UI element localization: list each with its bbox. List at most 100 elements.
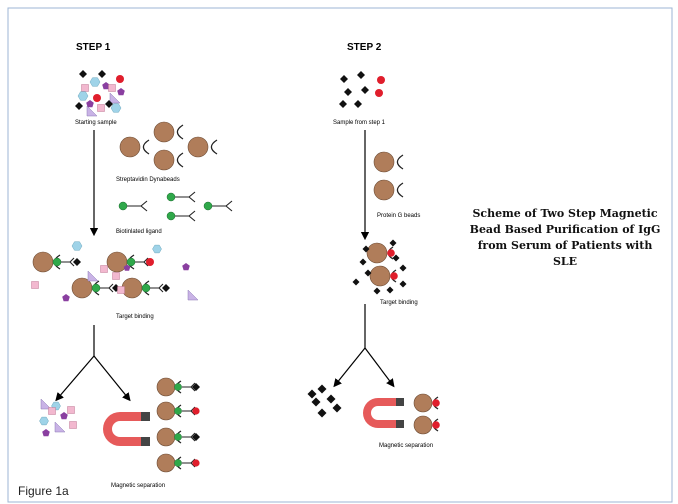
hexagon-icon xyxy=(152,244,162,254)
streptavidin-cup-icon xyxy=(396,154,404,170)
red-target-icon xyxy=(375,89,383,97)
target-diamond-icon xyxy=(192,433,200,441)
figure-label: Figure 1a xyxy=(18,484,69,498)
target-diamond-icon xyxy=(339,100,347,108)
pink-square-icon xyxy=(97,104,105,112)
target-diamond-icon xyxy=(98,70,106,78)
ligand-icon xyxy=(174,407,182,415)
pink-square-icon xyxy=(67,406,75,414)
pentagon-icon xyxy=(182,263,190,271)
bead-icon xyxy=(187,136,209,158)
target-diamond-icon xyxy=(399,264,407,272)
streptavidin-label: Streptavidin Dynabeads xyxy=(116,177,180,183)
target-diamond-icon xyxy=(317,384,327,394)
red-target-icon xyxy=(192,407,200,415)
pentagon-icon xyxy=(123,264,131,271)
magnetic-separation-label: Magnetic separation xyxy=(111,483,166,489)
arrow-step1-right xyxy=(93,355,131,402)
red-target-icon xyxy=(390,272,398,280)
pink-square-icon xyxy=(117,286,125,294)
target-diamond-icon xyxy=(317,408,327,418)
target-diamond-icon xyxy=(340,75,348,83)
target-diamond-icon xyxy=(389,239,397,247)
ligand-icon xyxy=(141,283,151,293)
red-target-icon xyxy=(116,75,124,83)
target-diamond-icon xyxy=(354,100,362,108)
figure-border xyxy=(7,7,673,503)
triangle-icon xyxy=(187,289,199,301)
streptavidin-cup-icon xyxy=(176,124,184,140)
ligand-icon xyxy=(118,201,128,211)
pentagon-icon xyxy=(62,294,70,302)
bead-icon xyxy=(156,401,176,421)
antibody-icon xyxy=(182,382,196,392)
target-diamond-icon xyxy=(332,403,342,413)
antibody-icon xyxy=(135,257,149,267)
antibody-icon xyxy=(182,432,196,442)
target-diamond-icon xyxy=(357,71,365,79)
bead-icon xyxy=(119,136,141,158)
target-diamond-icon xyxy=(307,389,317,399)
target-diamond-icon xyxy=(361,86,369,94)
scheme-title: Scheme of Two Step Magnetic Bead Based P… xyxy=(454,206,676,270)
biotinylated-label: Biotinlated ligand xyxy=(116,229,162,235)
antibody-icon xyxy=(100,283,114,293)
red-target-icon xyxy=(377,76,385,84)
ligand-icon xyxy=(166,211,176,221)
bead-icon xyxy=(156,427,176,447)
pink-square-icon xyxy=(108,84,116,92)
streptavidin-cup-icon xyxy=(176,152,184,168)
red-target-icon xyxy=(146,258,154,266)
triangle-icon xyxy=(54,421,66,433)
target-diamond-icon xyxy=(362,245,370,253)
pink-square-icon xyxy=(112,272,120,280)
red-target-icon xyxy=(387,249,395,257)
pentagon-icon xyxy=(60,412,68,420)
red-target-icon xyxy=(93,94,101,102)
bead-icon xyxy=(153,121,175,143)
pentagon-icon xyxy=(86,100,94,108)
antibody-icon xyxy=(150,283,164,293)
pink-square-icon xyxy=(31,281,39,289)
pentagon-icon xyxy=(42,429,50,437)
red-target-icon xyxy=(192,459,200,467)
streptavidin-cup-icon xyxy=(142,139,150,155)
biotinylated-ligand-icon xyxy=(175,191,196,203)
target-binding-label: Target binding xyxy=(116,314,154,320)
red-target-icon xyxy=(432,399,440,407)
bead-icon xyxy=(32,251,54,273)
hexagon-icon xyxy=(110,103,122,113)
target-diamond-icon xyxy=(386,286,394,294)
pink-square-icon xyxy=(48,407,56,415)
target-diamond-icon xyxy=(399,280,407,288)
target-diamond-icon xyxy=(344,88,352,96)
bead-icon xyxy=(413,393,433,413)
bead-icon xyxy=(106,251,128,273)
bead-icon xyxy=(373,179,395,201)
sample-step1-label: Sample from step 1 xyxy=(333,120,386,126)
triangle-icon xyxy=(86,105,98,117)
streptavidin-cup-icon xyxy=(210,139,218,155)
target-diamond-icon xyxy=(326,394,336,404)
bead-icon xyxy=(156,377,176,397)
hexagon-icon xyxy=(39,416,49,426)
step2-title: STEP 2 xyxy=(347,42,382,53)
pentagon-icon xyxy=(102,82,110,90)
target-diamond-icon xyxy=(364,269,372,277)
biotinylated-ligand-icon xyxy=(127,200,148,212)
scheme-line: SLE xyxy=(552,255,578,268)
scheme-line: Scheme of Two Step Magnetic xyxy=(472,207,658,220)
bead-icon xyxy=(156,453,176,473)
target-diamond-icon xyxy=(192,383,200,391)
magnet-icon xyxy=(103,412,150,446)
target-binding-2-label: Target binding xyxy=(380,300,418,306)
bead-icon xyxy=(369,265,391,287)
biotinylated-ligand-icon xyxy=(212,200,233,212)
bead-icon xyxy=(121,277,143,299)
target-diamond-icon xyxy=(311,397,321,407)
red-target-icon xyxy=(432,421,440,429)
target-diamond-icon xyxy=(392,254,400,262)
pink-square-icon xyxy=(81,84,89,92)
